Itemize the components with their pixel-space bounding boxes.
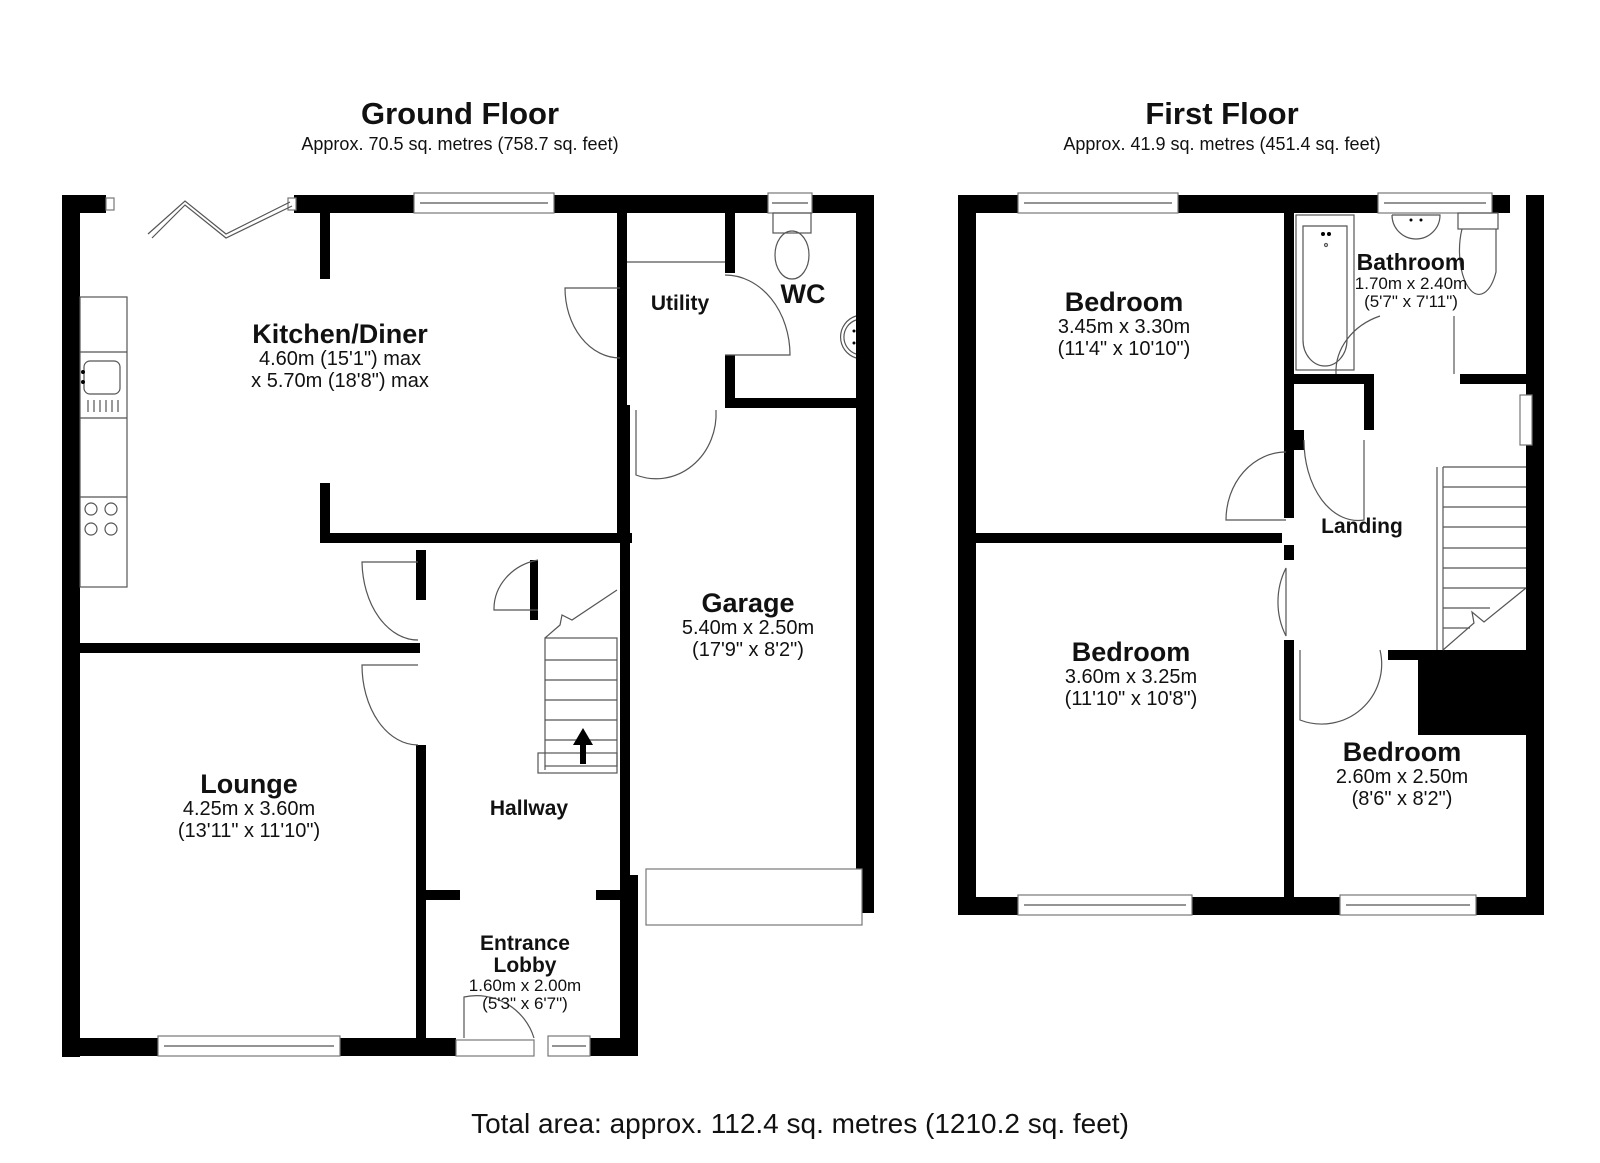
room-name: Utility bbox=[650, 292, 710, 315]
first-floor-plan bbox=[958, 192, 1544, 916]
room-name: Entrance bbox=[480, 932, 570, 955]
room-dimension: 4.60m (15'1") max bbox=[258, 348, 422, 371]
room-dimension: (13'11" x 11'10") bbox=[177, 819, 321, 842]
bifold-door-icon bbox=[105, 197, 297, 239]
room-entrance-lobby: Entrance Lobby 1.60m x 2.00m (5'3" x 6'7… bbox=[468, 932, 582, 1013]
room-wc: WC bbox=[780, 279, 826, 309]
bath-icon bbox=[1295, 214, 1355, 371]
first-floor-area: Approx. 41.9 sq. metres (451.4 sq. feet) bbox=[1063, 134, 1381, 154]
window-icon bbox=[157, 192, 813, 1057]
toilet-icon bbox=[1457, 212, 1499, 295]
sink-icon bbox=[81, 360, 121, 412]
room-garage: Garage 5.40m x 2.50m (17'9" x 8'2") bbox=[681, 588, 815, 661]
room-dimension: (11'10" x 10'8") bbox=[1064, 687, 1198, 710]
ground-floor-area: Approx. 70.5 sq. metres (758.7 sq. feet) bbox=[301, 134, 619, 154]
room-dimension: 2.60m x 2.50m bbox=[1335, 766, 1469, 789]
stairs bbox=[1436, 466, 1527, 651]
room-name: Bedroom bbox=[1064, 287, 1184, 317]
room-name: WC bbox=[780, 279, 826, 309]
room-dimension: 3.60m x 3.25m bbox=[1064, 666, 1198, 689]
ground-floor-title: Ground Floor bbox=[360, 96, 560, 131]
room-lounge: Lounge 4.25m x 3.60m (13'11" x 11'10") bbox=[177, 769, 321, 842]
room-dimension: (11'4" x 10'10") bbox=[1057, 337, 1191, 360]
ground-floor-plan bbox=[62, 192, 874, 1057]
room-dimension: x 5.70m (18'8") max bbox=[251, 369, 429, 392]
chimney-breast bbox=[1418, 650, 1526, 735]
room-name: Kitchen/Diner bbox=[252, 319, 428, 349]
room-dimension: 4.25m x 3.60m bbox=[182, 798, 316, 821]
room-dimension: 1.70m x 2.40m bbox=[1354, 273, 1468, 293]
room-name: Landing bbox=[1321, 515, 1403, 538]
room-kitchen-diner: Kitchen/Diner 4.60m (15'1") max x 5.70m … bbox=[251, 319, 429, 392]
room-dimension: 5.40m x 2.50m bbox=[681, 617, 815, 640]
room-hallway: Hallway bbox=[489, 797, 569, 821]
total-area: Total area: approx. 112.4 sq. metres (12… bbox=[471, 1108, 1129, 1139]
room-name: Bedroom bbox=[1342, 737, 1462, 767]
basin-icon bbox=[840, 315, 857, 359]
first-floor-title: First Floor bbox=[1145, 96, 1299, 131]
stairs-up-arrow-icon bbox=[573, 728, 593, 764]
toilet-icon bbox=[772, 212, 812, 280]
garage-door bbox=[645, 868, 863, 926]
room-name: Lobby bbox=[493, 954, 557, 978]
room-utility: Utility bbox=[650, 292, 710, 316]
room-landing: Landing bbox=[1321, 515, 1403, 539]
hob-icon bbox=[84, 502, 118, 536]
room-dimension: (8'6" x 8'2") bbox=[1351, 787, 1453, 810]
room-dimension: 1.60m x 2.00m bbox=[468, 976, 582, 996]
room-bedroom-1: Bedroom 3.45m x 3.30m (11'4" x 10'10") bbox=[1057, 287, 1191, 360]
basin-icon bbox=[1391, 214, 1441, 240]
room-dimension: (5'3" x 6'7") bbox=[482, 993, 568, 1013]
room-name: Lounge bbox=[200, 769, 298, 799]
room-name: Bedroom bbox=[1071, 637, 1191, 667]
room-name: Garage bbox=[701, 588, 795, 618]
room-bedroom-3: Bedroom 2.60m x 2.50m (8'6" x 8'2") bbox=[1335, 737, 1469, 810]
room-name: Bathroom bbox=[1356, 249, 1466, 275]
door-swing-icon bbox=[361, 274, 791, 1057]
kitchen-units bbox=[79, 296, 128, 588]
room-bathroom: Bathroom 1.70m x 2.40m (5'7" x 7'11") bbox=[1355, 250, 1467, 312]
room-dimension: (17'9" x 8'2") bbox=[692, 638, 804, 661]
room-dimension: (5'7" x 7'11") bbox=[1364, 292, 1458, 312]
room-name: Hallway bbox=[489, 797, 569, 820]
stairs bbox=[537, 589, 618, 774]
window-icon bbox=[1017, 192, 1533, 916]
room-bedroom-2: Bedroom 3.60m x 3.25m (11'10" x 10'8") bbox=[1064, 637, 1198, 710]
room-dimension: 3.45m x 3.30m bbox=[1057, 316, 1191, 339]
